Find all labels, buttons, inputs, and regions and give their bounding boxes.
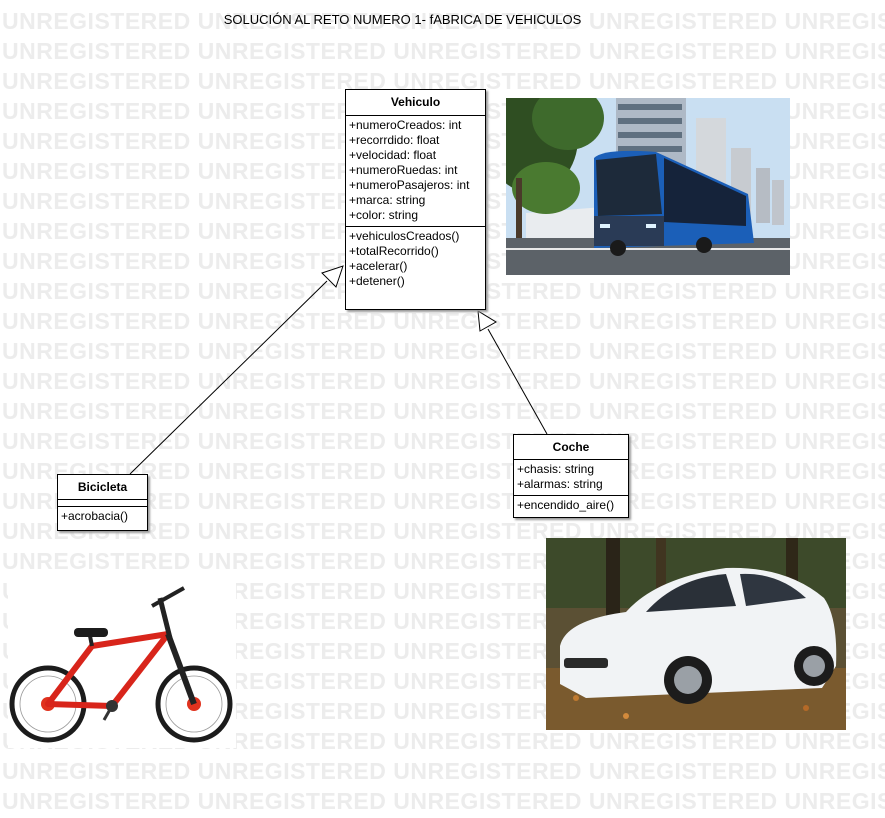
class-coche[interactable]: Coche +chasis: string +alarmas: string +… [513, 434, 629, 518]
coche-inheritance-line [487, 328, 548, 435]
class-coche-attributes: +chasis: string +alarmas: string [514, 460, 628, 495]
class-bicicleta-name: Bicicleta [58, 475, 147, 500]
attribute: +color: string [349, 208, 419, 222]
attribute: +recorrdido: float [349, 133, 440, 147]
bicicleta-inheritance-arrowhead [321, 265, 344, 288]
class-vehiculo[interactable]: Vehiculo +numeroCreados: int +recorrdido… [345, 89, 486, 310]
attribute: +velocidad: float [349, 148, 437, 162]
watermark-line: UNREGISTERED UNREGISTERED UNREGISTERED U… [2, 458, 885, 484]
bicicleta-inheritance-line [129, 280, 328, 475]
bicycle-photo [8, 580, 236, 748]
diagram-title: SOLUCIÓN AL RETO NUMERO 1- fABRICA DE VE… [223, 12, 582, 27]
watermark-line: UNREGISTERED UNREGISTERED UNREGISTERED U… [2, 758, 885, 784]
watermark-line: UNREGISTERED UNREGISTERED UNREGISTERED U… [2, 428, 885, 454]
class-bicicleta-methods: +acrobacia() [58, 506, 147, 527]
method: +encendido_aire() [517, 498, 615, 512]
attribute: +chasis: string [517, 462, 595, 476]
attribute: +alarmas: string [517, 477, 603, 491]
watermark-line: UNREGISTERED UNREGISTERED UNREGISTERED U… [2, 8, 885, 34]
class-coche-methods: +encendido_aire() [514, 495, 628, 516]
watermark-line: UNREGISTERED UNREGISTERED UNREGISTERED U… [2, 788, 885, 814]
class-bicicleta[interactable]: Bicicleta +acrobacia() [57, 474, 148, 531]
watermark-line: UNREGISTERED UNREGISTERED UNREGISTERED U… [2, 38, 885, 64]
class-vehiculo-attributes: +numeroCreados: int +recorrdido: float +… [346, 116, 485, 226]
class-vehiculo-methods: +vehiculosCreados() +totalRecorrido() +a… [346, 226, 485, 292]
attribute: +numeroRuedas: int [349, 163, 458, 177]
watermark-line: UNREGISTERED UNREGISTERED UNREGISTERED U… [2, 338, 885, 364]
watermark-line: UNREGISTERED UNREGISTERED UNREGISTERED U… [2, 398, 885, 424]
attribute: +numeroPasajeros: int [349, 178, 470, 192]
class-vehiculo-name: Vehiculo [346, 90, 485, 116]
watermark-line: UNREGISTERED UNREGISTERED UNREGISTERED U… [2, 308, 885, 334]
watermark-line: UNREGISTERED UNREGISTERED UNREGISTERED U… [2, 368, 885, 394]
attribute: +marca: string [349, 193, 426, 207]
bus-photo [506, 98, 790, 275]
method: +acelerar() [349, 259, 408, 273]
method: +detener() [349, 274, 405, 288]
method: +vehiculosCreados() [349, 229, 460, 243]
class-coche-name: Coche [514, 435, 628, 460]
method: +acrobacia() [61, 509, 129, 523]
attribute: +numeroCreados: int [349, 118, 462, 132]
method: +totalRecorrido() [349, 244, 439, 258]
coche-inheritance-arrowhead [477, 310, 497, 332]
car-photo [546, 538, 846, 730]
watermark-line: UNREGISTERED UNREGISTERED UNREGISTERED U… [2, 488, 885, 514]
